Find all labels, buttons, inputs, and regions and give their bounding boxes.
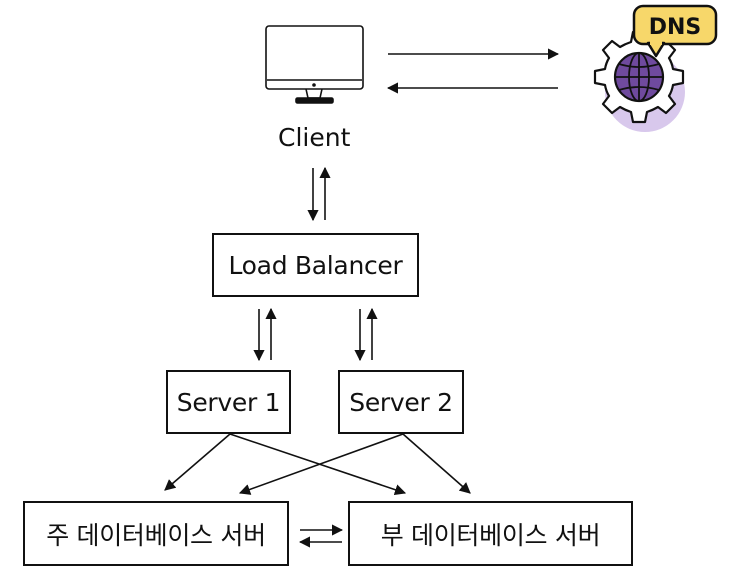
arrow-server1-to-primary-db xyxy=(164,433,231,491)
load-balancer-label: Load Balancer xyxy=(228,250,403,280)
server1-box: Server 1 xyxy=(166,370,291,434)
server2-box: Server 2 xyxy=(338,370,464,434)
arrow-server2-to-primary-db xyxy=(238,433,404,495)
primary-db-label: 주 데이터베이스 서버 xyxy=(46,520,266,550)
client-label: Client xyxy=(278,123,351,152)
replica-db-label: 부 데이터베이스 서버 xyxy=(380,520,601,550)
dns-globe-gear-icon xyxy=(593,30,685,132)
server1-label: Server 1 xyxy=(176,387,281,417)
replica-db-box: 부 데이터베이스 서버 xyxy=(348,501,633,566)
primary-db-box: 주 데이터베이스 서버 xyxy=(23,501,289,566)
dns-badge: DNS xyxy=(632,4,718,58)
load-balancer-box: Load Balancer xyxy=(212,233,419,297)
monitor-icon xyxy=(265,25,364,104)
server2-label: Server 2 xyxy=(349,387,453,417)
arrow-server1-to-replica-db xyxy=(229,433,407,496)
arrow-server2-to-replica-db xyxy=(402,433,471,494)
dns-badge-label: DNS xyxy=(649,15,702,40)
